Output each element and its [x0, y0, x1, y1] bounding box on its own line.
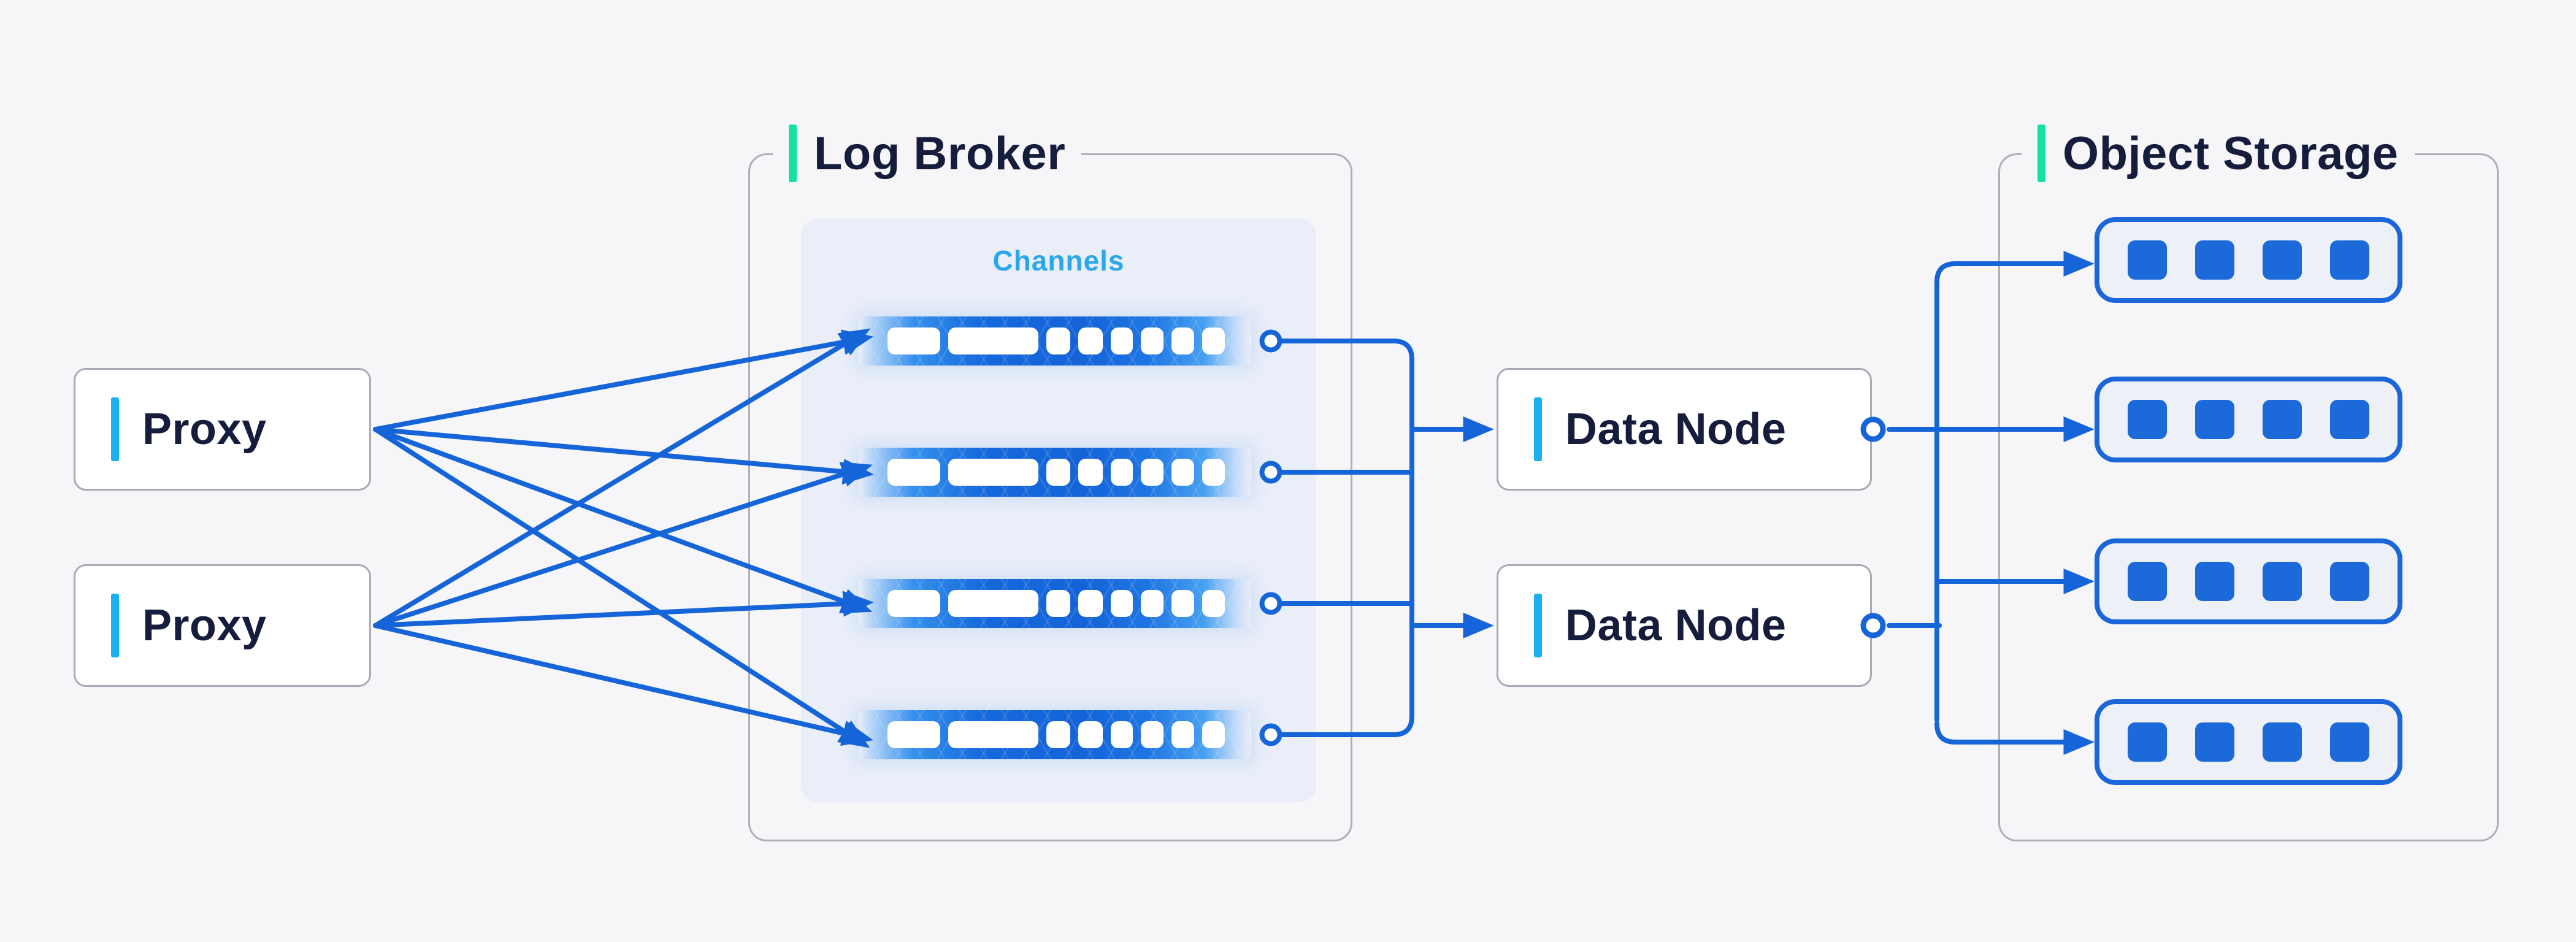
data-node-1: Data Node	[1497, 368, 1872, 491]
channel-segment	[1046, 459, 1070, 486]
channel-bar	[859, 710, 1251, 759]
channel-segment	[1171, 721, 1194, 748]
channel-segment	[887, 590, 940, 617]
channel-segment	[1171, 459, 1194, 486]
storage-tray	[2095, 699, 2402, 785]
node-accent-bar-icon	[1534, 397, 1542, 461]
channel-segment	[1046, 590, 1070, 617]
title-accent-bar-icon	[789, 124, 797, 182]
storage-block	[2263, 240, 2302, 280]
storage-block	[2128, 562, 2167, 601]
object-storage-title: Object Storage	[2022, 124, 2415, 183]
channel-bar	[859, 579, 1251, 628]
title-accent-bar-icon	[2037, 124, 2045, 182]
channel-segment	[1202, 327, 1225, 354]
channel-segment	[1171, 590, 1194, 617]
channel-segment	[1141, 590, 1163, 617]
channel-segment	[948, 721, 1038, 748]
channel-segment	[948, 459, 1038, 486]
storage-block	[2330, 562, 2369, 601]
channel-segment	[1202, 590, 1225, 617]
channel-segment	[948, 327, 1038, 354]
channel-segment	[1111, 459, 1133, 486]
channel-segment	[1046, 327, 1070, 354]
storage-tray	[2095, 377, 2402, 462]
storage-block	[2195, 562, 2234, 601]
storage-block	[2330, 722, 2369, 762]
channel-segment	[887, 327, 940, 354]
channel-bar	[859, 448, 1251, 497]
channel-segment	[1078, 590, 1103, 617]
storage-block	[2128, 240, 2167, 280]
proxy-node-1: Proxy	[74, 368, 371, 491]
channel-segment	[1141, 327, 1163, 354]
data-node-label: Data Node	[1565, 601, 1787, 650]
storage-block	[2195, 240, 2234, 280]
channel-segment	[1111, 590, 1133, 617]
channel-segment	[1111, 327, 1133, 354]
log-broker-title-text: Log Broker	[814, 127, 1066, 180]
channel-bar	[859, 316, 1251, 366]
storage-tray	[2095, 217, 2402, 303]
storage-block	[2195, 722, 2234, 762]
channel-segment	[1202, 721, 1225, 748]
channel-segment	[1171, 327, 1194, 354]
proxy-node-label: Proxy	[142, 405, 267, 454]
data-node-2: Data Node	[1497, 564, 1872, 687]
node-accent-bar-icon	[111, 594, 119, 657]
channel-segment	[1111, 721, 1133, 748]
node-accent-bar-icon	[1534, 594, 1542, 657]
channel-segment	[948, 590, 1038, 617]
storage-tray	[2095, 538, 2402, 624]
channel-segment	[1202, 459, 1225, 486]
channel-segment	[1078, 721, 1103, 748]
channel-segment	[1078, 327, 1103, 354]
channel-segment	[1141, 721, 1163, 748]
node-accent-bar-icon	[111, 397, 119, 461]
channels-label: Channels	[992, 245, 1125, 277]
channel-segment	[1046, 721, 1070, 748]
channels-panel: Channels	[801, 218, 1316, 802]
storage-block	[2263, 562, 2302, 601]
storage-block	[2128, 722, 2167, 762]
channel-segment	[887, 459, 940, 486]
proxy-node-label: Proxy	[142, 601, 267, 650]
storage-block	[2263, 722, 2302, 762]
data-node-label: Data Node	[1565, 405, 1787, 454]
storage-block	[2330, 400, 2369, 439]
channel-segment	[887, 721, 940, 748]
channel-segment	[1141, 459, 1163, 486]
proxy-node-2: Proxy	[74, 564, 371, 687]
log-broker-title: Log Broker	[773, 124, 1082, 183]
channel-segment	[1078, 459, 1103, 486]
object-storage-title-text: Object Storage	[2063, 127, 2399, 180]
storage-block	[2195, 400, 2234, 439]
storage-block	[2330, 240, 2369, 280]
storage-block	[2263, 400, 2302, 439]
storage-block	[2128, 400, 2167, 439]
